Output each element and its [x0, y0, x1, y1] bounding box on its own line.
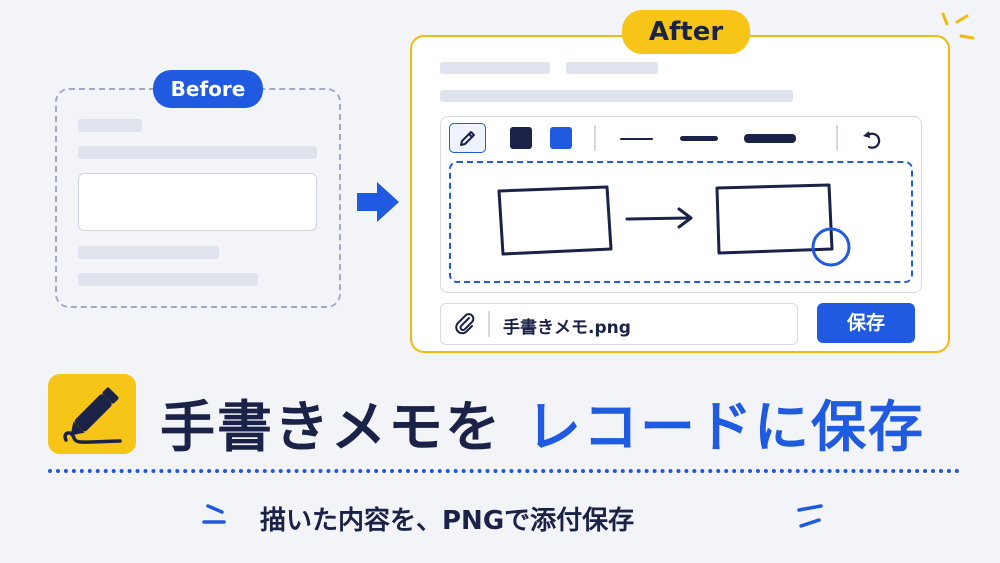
- empty-text-input[interactable]: [78, 173, 317, 231]
- placeholder-line: [566, 62, 658, 74]
- attachment-field[interactable]: [440, 303, 798, 345]
- dotted-divider: [48, 469, 960, 473]
- before-badge: Before: [153, 70, 263, 108]
- pen-signature-icon: [63, 387, 122, 444]
- arrow-right-icon: [357, 182, 399, 222]
- placeholder-line: [78, 119, 142, 132]
- color-swatch-blue[interactable]: [550, 127, 572, 149]
- undo-icon[interactable]: [860, 127, 884, 151]
- stroke-width-medium[interactable]: [680, 136, 718, 141]
- signature-pen-icon: [48, 374, 136, 454]
- save-button[interactable]: 保存: [817, 303, 915, 343]
- after-badge: After: [622, 10, 750, 54]
- stroke-width-thick[interactable]: [744, 134, 796, 143]
- pencil-icon: [459, 131, 475, 146]
- accent-marks-left: [202, 504, 226, 524]
- color-swatch-navy[interactable]: [510, 127, 532, 149]
- drawing-canvas[interactable]: [449, 161, 913, 283]
- paperclip-icon: [455, 313, 475, 335]
- placeholder-line: [440, 90, 793, 102]
- attachment-file-name: 手書きメモ.png: [503, 318, 631, 338]
- placeholder-line: [78, 273, 258, 286]
- stroke-width-thin[interactable]: [620, 138, 653, 140]
- placeholder-line: [78, 246, 219, 259]
- pencil-tool-button[interactable]: [449, 123, 486, 153]
- placeholder-line: [440, 62, 550, 74]
- field-divider: [488, 311, 490, 337]
- headline-part2: レコードに保存: [526, 395, 926, 459]
- accent-marks-right: [797, 504, 823, 528]
- toolbar-divider: [594, 125, 596, 151]
- subtitle: 描いた内容を、PNGで添付保存: [260, 506, 635, 536]
- headline-part1: 手書きメモを: [160, 395, 503, 459]
- headline: 手書きメモをレコードに保存: [160, 382, 925, 462]
- handwritten-sketch: [497, 183, 851, 267]
- placeholder-line: [78, 146, 317, 159]
- toolbar-divider: [836, 125, 838, 151]
- sparkle-marks: [941, 12, 975, 40]
